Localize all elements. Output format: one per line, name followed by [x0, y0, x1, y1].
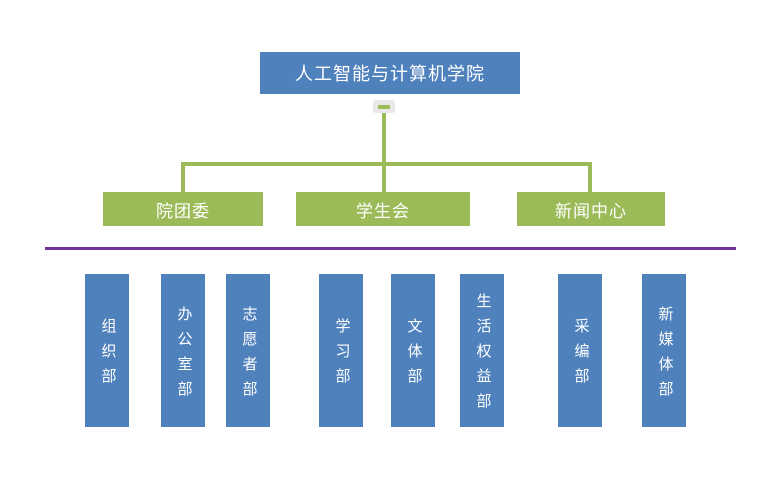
dept-node-office[interactable]: 办公室部: [161, 274, 205, 427]
connector-stem: [382, 113, 386, 166]
divider-line: [45, 247, 736, 250]
dept-label: 办公室部: [175, 305, 192, 406]
branch-node-news-center[interactable]: 新闻中心: [517, 192, 665, 226]
branch-label: 院团委: [156, 201, 210, 221]
branch-node-youth-league[interactable]: 院团委: [103, 192, 263, 226]
connector-drop-middle: [382, 162, 386, 193]
org-root-label: 人工智能与计算机学院: [295, 64, 485, 84]
dept-label: 新媒体部: [656, 305, 673, 406]
branch-label: 学生会: [356, 201, 410, 221]
connector-drop-left: [181, 162, 185, 193]
dept-label: 采编部: [572, 318, 589, 393]
collapse-button[interactable]: [373, 100, 395, 113]
connector-drop-right: [588, 162, 592, 193]
dept-node-life-rights[interactable]: 生活权益部: [460, 274, 504, 427]
dept-label: 文体部: [405, 318, 422, 393]
connector-horizontal: [181, 162, 592, 166]
dept-label: 组织部: [99, 318, 116, 393]
org-root-node[interactable]: 人工智能与计算机学院: [260, 52, 520, 94]
dept-node-volunteer[interactable]: 志愿者部: [226, 274, 270, 427]
dept-node-culture-sports[interactable]: 文体部: [391, 274, 435, 427]
branch-label: 新闻中心: [555, 201, 627, 221]
dept-node-organization[interactable]: 组织部: [85, 274, 129, 427]
dept-label: 学习部: [333, 318, 350, 393]
dept-node-study[interactable]: 学习部: [319, 274, 363, 427]
dept-node-editing[interactable]: 采编部: [558, 274, 602, 427]
dept-node-new-media[interactable]: 新媒体部: [642, 274, 686, 427]
minus-icon: [378, 104, 390, 109]
branch-node-student-union[interactable]: 学生会: [296, 192, 470, 226]
dept-label: 生活权益部: [474, 293, 491, 418]
dept-label: 志愿者部: [240, 305, 257, 406]
